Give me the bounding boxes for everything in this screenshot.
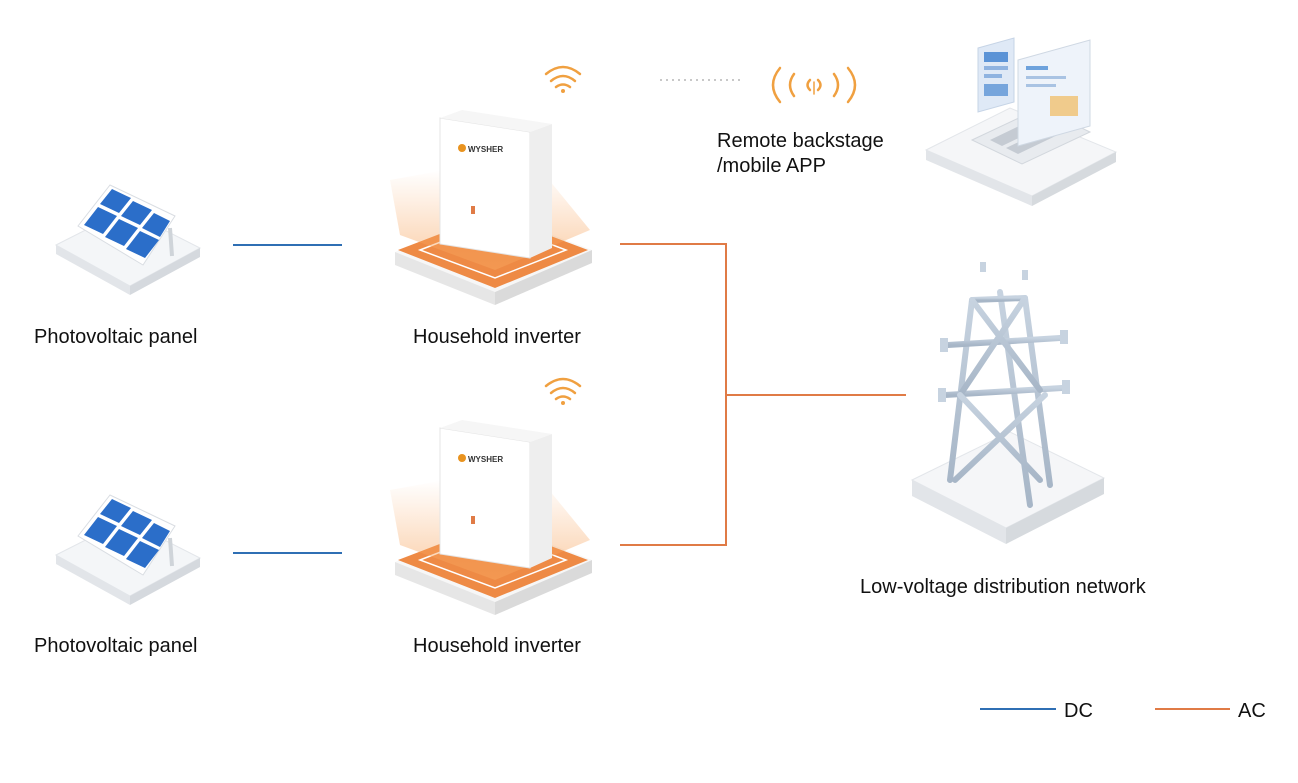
solar-panel-icon <box>54 494 202 605</box>
pv-panel-label-top: Photovoltaic panel <box>34 326 198 348</box>
legend-dc-label: DC <box>1064 700 1093 722</box>
ac-line-top <box>620 243 727 395</box>
inverter-label-bottom: Household inverter <box>413 635 581 657</box>
wifi-icon <box>544 377 582 405</box>
network-label: Low-voltage distribution network <box>860 576 1146 598</box>
inverter-icon: WYSHER <box>390 110 592 305</box>
inverter-label-top: Household inverter <box>413 326 581 348</box>
remote-label-line2: /mobile APP <box>717 155 826 177</box>
legend-ac-label: AC <box>1238 700 1266 722</box>
ac-line-bottom <box>620 395 727 546</box>
laptop-icon <box>924 37 1118 206</box>
tower-icon <box>910 262 1106 544</box>
solar-panel-icon <box>54 184 202 295</box>
inverter-logo: WYSHER <box>468 145 503 154</box>
inverter-icon: WYSHER <box>390 420 592 615</box>
pv-panel-label-bottom: Photovoltaic panel <box>34 635 198 657</box>
remote-label-line1: Remote backstage <box>717 130 884 152</box>
inverter-logo: WYSHER <box>468 455 503 464</box>
wifi-icon <box>544 65 582 93</box>
signal-icon <box>771 66 857 104</box>
